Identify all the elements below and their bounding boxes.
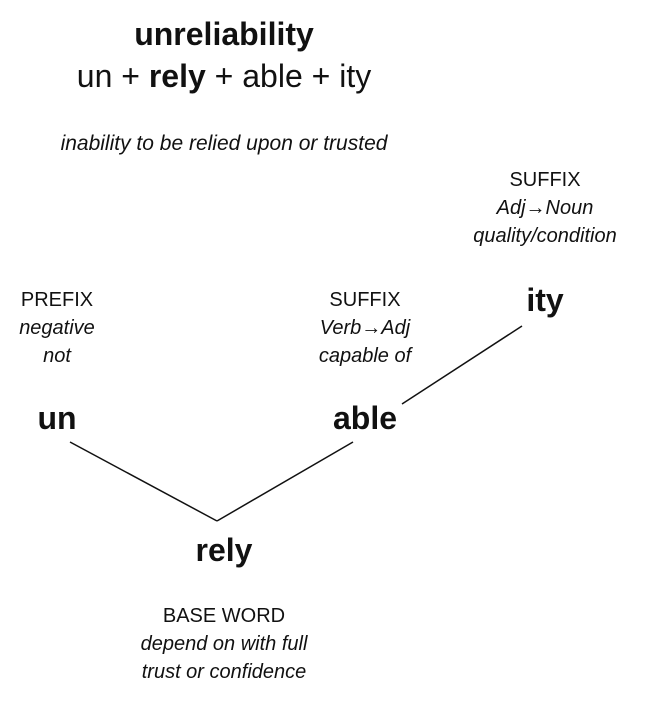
- word-definition: inability to be relied upon or trusted: [60, 132, 388, 155]
- morpheme-un: un: [37, 400, 77, 436]
- prefix-un-desc1: negative: [19, 317, 95, 339]
- base-rely-desc1: depend on with full: [140, 633, 308, 655]
- suffix-able-desc1: Verb→Adj: [319, 317, 411, 339]
- line-un-to-rely: [69, 441, 218, 522]
- prefix-un-label: PREFIX negative not: [19, 286, 95, 370]
- morpheme-ity: ity: [526, 282, 564, 318]
- line-able-to-ity: [401, 325, 523, 405]
- suffix-able-label: SUFFIX Verb→Adj capable of: [319, 286, 411, 370]
- suffix-ity-desc2: quality/condition: [473, 225, 617, 247]
- suffix-ity-desc1: Adj→Noun: [496, 197, 594, 219]
- suffix-able-desc2: capable of: [318, 345, 412, 367]
- suffix-able-type: SUFFIX: [329, 289, 401, 311]
- word-title: unreliability: [134, 16, 314, 52]
- base-rely-label: BASE WORD depend on with full trust or c…: [141, 602, 308, 686]
- morpheme-rely: rely: [195, 532, 253, 568]
- prefix-un-desc2: not: [43, 345, 71, 367]
- base-rely-type: BASE WORD: [162, 605, 286, 627]
- breakdown-part2: + able + ity: [205, 58, 372, 94]
- word-breakdown: un + rely + able + ity: [77, 58, 371, 95]
- prefix-un-type: PREFIX: [20, 289, 94, 311]
- base-rely-desc2: trust or confidence: [141, 661, 307, 683]
- breakdown-base: rely: [148, 58, 206, 94]
- suffix-ity-label: SUFFIX Adj→Noun quality/condition: [473, 166, 616, 250]
- line-rely-to-able: [216, 441, 354, 522]
- breakdown-part1: un +: [76, 58, 149, 94]
- morpheme-able: able: [332, 400, 398, 436]
- suffix-ity-type: SUFFIX: [509, 169, 581, 191]
